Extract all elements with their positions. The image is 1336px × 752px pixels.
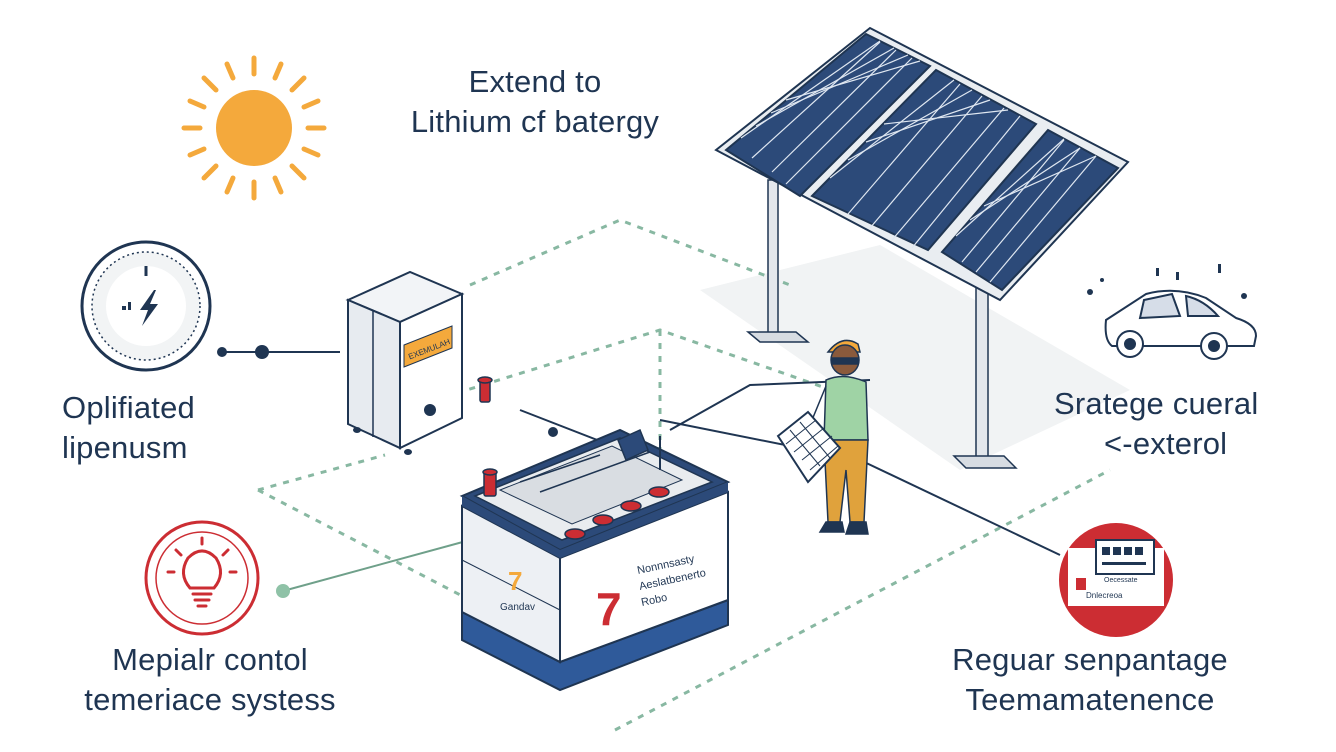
worker-figure (811, 339, 869, 535)
car-icon (1104, 289, 1258, 360)
right-bottom-line2: Teemamatenence (965, 682, 1215, 717)
solar-cell-grid (740, 40, 1097, 283)
left-bottom-caption: Mepialr contol temeriace systess (40, 640, 380, 720)
left-bottom-line1: Mepialr contol (112, 642, 308, 677)
badge-line-2: Dnlecreoa (1086, 591, 1123, 600)
solar-panels (714, 26, 1130, 302)
header-title-line2: Lithium cf batergy (410, 104, 660, 139)
badge-line-1: Oecessate (1104, 577, 1138, 584)
header-title-line1: Extend to (468, 64, 602, 99)
maintenance-badge (1059, 523, 1173, 637)
dashed-connectors (257, 218, 1111, 732)
left-top-line1: Oplifiated (62, 390, 195, 425)
gauge-lightning-icon (80, 240, 212, 372)
lightbulb-icon (144, 520, 260, 636)
right-top-caption: Srategе cueral <-exterol (1054, 384, 1258, 464)
handheld-solar-panel (776, 410, 842, 484)
left-bottom-line2: temeriace systess (84, 682, 336, 717)
header-title: Extend to Lithium cf batergy (370, 62, 700, 142)
left-top-line2: lipenusm (62, 430, 188, 465)
right-top-line1: Srategе cueral (1054, 386, 1259, 421)
right-bottom-line1: Reguar senpantage (952, 642, 1228, 677)
battery-number-small: 7 (508, 566, 522, 596)
car-sparkle-marks (1087, 264, 1247, 299)
green-connector (282, 539, 471, 592)
left-top-caption: Oplifiated lipenusm (62, 388, 195, 468)
battery-number-big: 7 (596, 583, 622, 635)
ground-shadow (700, 245, 1130, 470)
right-top-line2: <-exterol (1104, 426, 1228, 461)
terminal-post (477, 376, 493, 403)
battery-side-text: Gandav (500, 602, 535, 613)
battery-label-3: Robo (640, 592, 668, 609)
right-bottom-caption: Reguar senpantage Teemamatenence (915, 640, 1265, 720)
green-node (276, 584, 290, 598)
inverter-cabinet (345, 270, 465, 455)
battery-unit (459, 428, 731, 692)
connector-nodes (217, 345, 558, 437)
sun-icon (181, 55, 327, 201)
solar-poles (745, 179, 1018, 469)
